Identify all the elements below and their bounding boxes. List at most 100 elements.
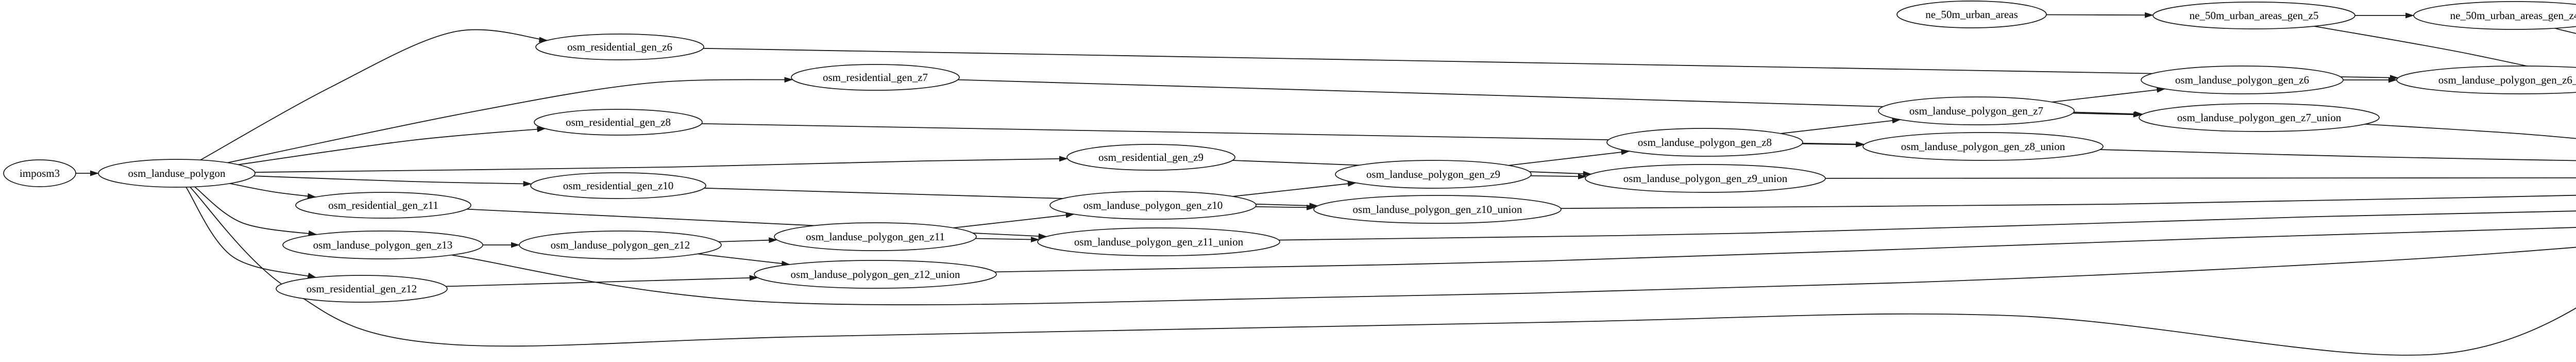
edge-osm_landuse_polygon_gen_z12-to-osm_landuse_polygon_gen_z12_union — [698, 253, 791, 267]
node-osm_landuse_polygon_gen_z9: osm_landuse_polygon_gen_z9 — [1335, 160, 1532, 189]
node-osm_landuse_polygon_gen_z12-label: osm_landuse_polygon_gen_z12 — [551, 239, 690, 251]
node-osm_landuse_polygon_gen_z13: osm_landuse_polygon_gen_z13 — [282, 231, 483, 259]
edge-osm_landuse_polygon-to-osm_residential_gen_z10 — [253, 175, 532, 187]
node-osm_landuse_polygon_gen_z11-label: osm_landuse_polygon_gen_z11 — [806, 231, 945, 243]
node-osm_landuse_polygon_gen_z12_union-shape — [754, 260, 997, 289]
node-ne_50m_urban_areas_gen_z5-shape — [2153, 2, 2355, 29]
edge-osm_landuse_polygon-to-osm_landuse_polygon_gen_z13 — [194, 186, 317, 236]
node-osm_landuse_polygon_gen_z11-shape — [774, 222, 977, 251]
edge-ne_50m_urban_areas_gen_z4-to-layer_landuse-z4 — [2554, 27, 2576, 34]
node-osm_landuse_polygon_gen_z7-shape — [1878, 96, 2075, 125]
node-osm_landuse_polygon_gen_z10-label: osm_landuse_polygon_gen_z10 — [1083, 199, 1223, 211]
node-osm_residential_gen_z6: osm_residential_gen_z6 — [535, 34, 704, 60]
edge-osm_landuse_polygon_gen_z12_union-to-layer_landuse-z12 — [994, 226, 2576, 273]
node-osm_residential_gen_z6-label: osm_residential_gen_z6 — [567, 41, 672, 53]
node-osm_landuse_polygon_gen_z10-shape — [1049, 191, 1257, 220]
node-ne_50m_urban_areas_gen_z5: ne_50m_urban_areas_gen_z5 — [2153, 2, 2355, 29]
node-osm_landuse_polygon_gen_z11: osm_landuse_polygon_gen_z11 — [774, 222, 977, 251]
node-osm_landuse_polygon_gen_z10: osm_landuse_polygon_gen_z10 — [1049, 191, 1257, 220]
node-osm_landuse_polygon_gen_z8: osm_landuse_polygon_gen_z8 — [1606, 128, 1803, 157]
edge-osm_landuse_polygon-to-osm_residential_gen_z11 — [229, 183, 316, 199]
node-imposm3-shape — [3, 159, 76, 187]
node-osm_residential_gen_z6-shape — [535, 34, 704, 60]
node-osm_landuse_polygon-label: osm_landuse_polygon — [128, 167, 226, 179]
edge-ne_50m_urban_areas_gen_z5-to-layer_landuse-z5 — [2314, 25, 2576, 78]
node-osm_residential_gen_z12-shape — [276, 275, 448, 303]
node-osm_residential_gen_z8-shape — [534, 109, 703, 136]
node-osm_landuse_polygon_gen_z7_union-label: osm_landuse_polygon_gen_z7_union — [2177, 111, 2342, 124]
node-osm_landuse_polygon_gen_z11_union-label: osm_landuse_polygon_gen_z11_union — [1074, 236, 1244, 248]
edge-osm_landuse_polygon_gen_z12-to-osm_landuse_polygon_gen_z11 — [718, 237, 778, 243]
node-osm_landuse_polygon_gen_z12-shape — [519, 231, 722, 259]
node-osm_landuse_polygon_gen_z7_union-shape — [2139, 103, 2380, 132]
node-osm_residential_gen_z9-shape — [1066, 144, 1235, 171]
edge-osm_landuse_polygon_gen_z7-to-osm_landuse_polygon_gen_z6 — [2052, 87, 2166, 103]
edge-osm_landuse_polygon-to-osm_residential_gen_z7 — [227, 77, 793, 163]
node-osm_landuse_polygon_gen_z6-label: osm_landuse_polygon_gen_z6 — [2175, 74, 2309, 86]
node-osm_landuse_polygon_gen_z6-shape — [2141, 65, 2344, 94]
edge-osm_landuse_polygon_gen_z10-to-osm_landuse_polygon_gen_z10_union — [1255, 204, 1315, 210]
node-osm_landuse_polygon_gen_z12: osm_landuse_polygon_gen_z12 — [519, 231, 722, 259]
node-osm_residential_gen_z12-label: osm_residential_gen_z12 — [307, 283, 417, 295]
node-osm_landuse_polygon_gen_z9_union-shape — [1585, 164, 1826, 193]
node-osm_residential_gen_z11: osm_residential_gen_z11 — [295, 192, 471, 219]
node-osm_landuse_polygon_gen_z6_union-label: osm_landuse_polygon_gen_z6_union — [2438, 74, 2576, 86]
node-osm_landuse_polygon_gen_z8_union-label: osm_landuse_polygon_gen_z8_union — [1901, 140, 2065, 153]
node-osm_landuse_polygon_gen_z8_union: osm_landuse_polygon_gen_z8_union — [1862, 132, 2104, 161]
node-osm_residential_gen_z7: osm_residential_gen_z7 — [791, 64, 960, 91]
edge-osm_landuse_polygon_gen_z9-to-osm_landuse_polygon_gen_z8 — [1509, 149, 1630, 166]
node-ne_50m_urban_areas-label: ne_50m_urban_areas — [1925, 8, 2018, 21]
node-osm_landuse_polygon_gen_z13-label: osm_landuse_polygon_gen_z13 — [313, 239, 453, 251]
node-osm_landuse_polygon-shape — [98, 159, 256, 188]
edge-osm_landuse_polygon-to-osm_residential_gen_z9 — [255, 156, 1068, 173]
node-osm_residential_gen_z11-shape — [295, 192, 471, 219]
node-osm_residential_gen_z9: osm_residential_gen_z9 — [1066, 144, 1235, 171]
node-osm_landuse_polygon_gen_z7: osm_landuse_polygon_gen_z7 — [1878, 96, 2075, 125]
node-ne_50m_urban_areas_gen_z4-shape — [2413, 1, 2576, 30]
node-imposm3-label: imposm3 — [20, 167, 60, 179]
edge-osm_landuse_polygon_gen_z13-to-layer_landuse-z13 — [451, 246, 2576, 305]
node-osm_landuse_polygon_gen_z11_union-shape — [1037, 227, 1280, 256]
edge-layer — [76, 12, 2576, 356]
edge-osm_landuse_polygon-to-layer_landuse-z14+ — [190, 186, 2576, 356]
edge-osm_residential_gen_z11-to-osm_landuse_polygon_gen_z11_union — [466, 208, 1047, 239]
node-osm_landuse_polygon_gen_z8-label: osm_landuse_polygon_gen_z8 — [1638, 136, 1772, 149]
edge-osm_landuse_polygon-to-osm_residential_gen_z12 — [185, 187, 317, 278]
node-ne_50m_urban_areas: ne_50m_urban_areas — [1896, 1, 2047, 28]
edge-osm_landuse_polygon_gen_z9-to-osm_landuse_polygon_gen_z9_union — [1530, 173, 1587, 179]
edge-osm_landuse_polygon-to-osm_residential_gen_z8 — [238, 126, 546, 166]
node-osm_landuse_polygon_gen_z9-shape — [1335, 160, 1532, 189]
node-osm_residential_gen_z9-label: osm_residential_gen_z9 — [1098, 151, 1204, 163]
edge-osm_landuse_polygon_gen_z8_union-to-layer_landuse-z8 — [2100, 149, 2576, 161]
node-osm_landuse_polygon_gen_z10_union-label: osm_landuse_polygon_gen_z10_union — [1353, 203, 1522, 216]
node-osm_landuse_polygon_gen_z8-shape — [1606, 128, 1803, 157]
node-osm_landuse_polygon_gen_z10_union-shape — [1313, 195, 1562, 224]
node-osm_landuse_polygon_gen_z7_union: osm_landuse_polygon_gen_z7_union — [2139, 103, 2380, 132]
node-osm_landuse_polygon_gen_z10_union: osm_landuse_polygon_gen_z10_union — [1313, 195, 1562, 224]
edge-osm_landuse_polygon_gen_z11_union-to-layer_landuse-z11 — [1279, 210, 2576, 241]
node-osm_residential_gen_z10-shape — [530, 172, 706, 199]
node-osm_residential_gen_z11-label: osm_residential_gen_z11 — [328, 199, 438, 211]
edge-osm_landuse_polygon_gen_z7_union-to-layer_landuse-z7 — [2365, 123, 2576, 139]
node-osm_landuse_polygon_gen_z9_union: osm_landuse_polygon_gen_z9_union — [1585, 164, 1826, 193]
node-ne_50m_urban_areas-shape — [1896, 1, 2047, 28]
node-osm_landuse_polygon_gen_z13-shape — [282, 231, 483, 259]
node-osm_landuse_polygon_gen_z9_union-label: osm_landuse_polygon_gen_z9_union — [1623, 172, 1788, 185]
node-osm_landuse_polygon_gen_z12_union-label: osm_landuse_polygon_gen_z12_union — [791, 268, 960, 281]
node-osm_landuse_polygon_gen_z8_union-shape — [1862, 132, 2104, 161]
node-osm_residential_gen_z8-label: osm_residential_gen_z8 — [566, 116, 671, 128]
edge-osm_landuse_polygon_gen_z10_union-to-layer_landuse-z10 — [1561, 194, 2576, 209]
node-ne_50m_urban_areas_gen_z4: ne_50m_urban_areas_gen_z4 — [2413, 1, 2576, 30]
node-osm_residential_gen_z7-shape — [791, 64, 960, 91]
edge-osm_residential_gen_z12-to-osm_landuse_polygon_gen_z12_union — [446, 275, 758, 287]
node-ne_50m_urban_areas_gen_z4-label: ne_50m_urban_areas_gen_z4 — [2450, 9, 2576, 22]
node-osm_landuse_polygon_gen_z6_union-shape — [2396, 65, 2576, 94]
node-osm_residential_gen_z8: osm_residential_gen_z8 — [534, 109, 703, 136]
node-osm_residential_gen_z10: osm_residential_gen_z10 — [530, 172, 706, 199]
node-osm_landuse_polygon_gen_z11_union: osm_landuse_polygon_gen_z11_union — [1037, 227, 1280, 256]
edge-osm_landuse_polygon_gen_z10-to-osm_landuse_polygon_gen_z9 — [1232, 180, 1357, 197]
edge-osm_landuse_polygon_gen_z8-to-osm_landuse_polygon_gen_z7 — [1781, 118, 1901, 134]
node-osm_landuse_polygon_gen_z9-label: osm_landuse_polygon_gen_z9 — [1366, 168, 1500, 180]
